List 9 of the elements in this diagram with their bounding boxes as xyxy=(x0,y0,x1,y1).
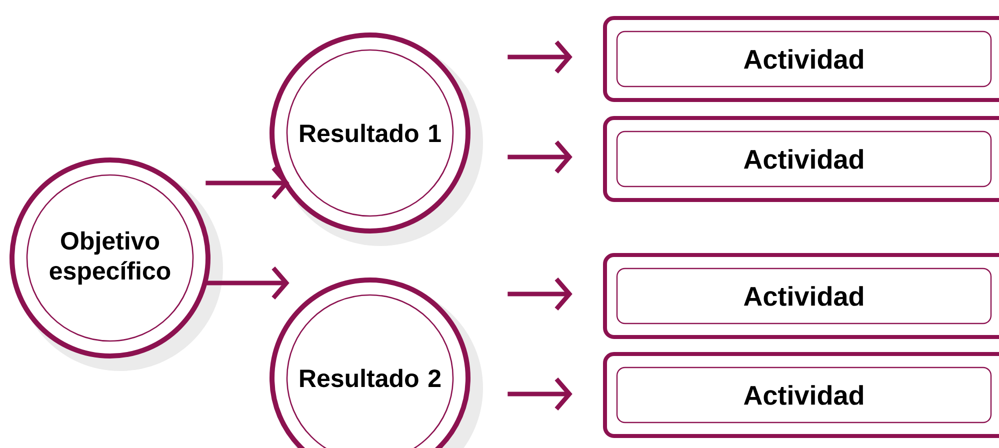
circle-node: Objetivo específico xyxy=(10,158,223,371)
activity-box: Actividad xyxy=(603,253,999,339)
activity-box: Actividad xyxy=(603,16,999,102)
arrow xyxy=(206,266,290,300)
circle-node: Resultado 2 xyxy=(270,278,483,448)
circle-node: Resultado 1 xyxy=(270,32,483,246)
activity-box: Actividad xyxy=(603,352,999,438)
activity-box: Actividad xyxy=(603,116,999,202)
arrow xyxy=(206,166,290,200)
